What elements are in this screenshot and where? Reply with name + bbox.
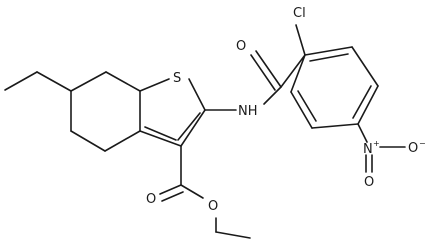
bond [304,46,353,56]
bond [144,126,177,141]
bond [70,130,106,152]
bond [357,85,379,125]
bond [295,24,306,56]
bond [180,109,206,147]
bond [357,123,368,143]
bond [311,123,359,129]
amide-nh-label: NH [238,104,258,119]
chlorine-atom-label: Cl [293,6,306,21]
bond [250,54,276,91]
nitro-plus-charge: + [373,139,380,148]
bond [255,50,282,88]
ester-carbonyl-oxygen-label: O [146,192,156,207]
bond [105,71,141,92]
bond [280,54,306,88]
bond [290,91,313,129]
bond [188,78,206,111]
nitro-nitrogen-label: N [363,142,373,157]
bond-lines [4,24,406,239]
bond [351,46,379,87]
bond [139,78,170,92]
bond [297,90,317,122]
ester-ether-oxygen-label: O [208,199,218,214]
bond [139,130,182,147]
bond [159,184,182,195]
nitro-minus-charge: − [419,139,426,148]
bond [180,184,204,199]
bond [290,54,306,93]
bond [4,71,38,91]
bond [36,71,72,92]
amide-oxygen-label: O [236,39,246,54]
bond [215,231,251,239]
bond [177,112,201,141]
bond [70,71,107,92]
nitro-oxygen-bottom-label: O [364,175,374,190]
atom-labels: S O NH Cl N + O − O O O [146,6,426,214]
bond [263,86,282,105]
bond [309,53,349,62]
nitro-oxygen-right-label: O [408,141,418,156]
bond [161,191,184,202]
bond [352,85,372,119]
sulfur-atom-label: S [173,71,181,86]
bond [104,130,141,152]
